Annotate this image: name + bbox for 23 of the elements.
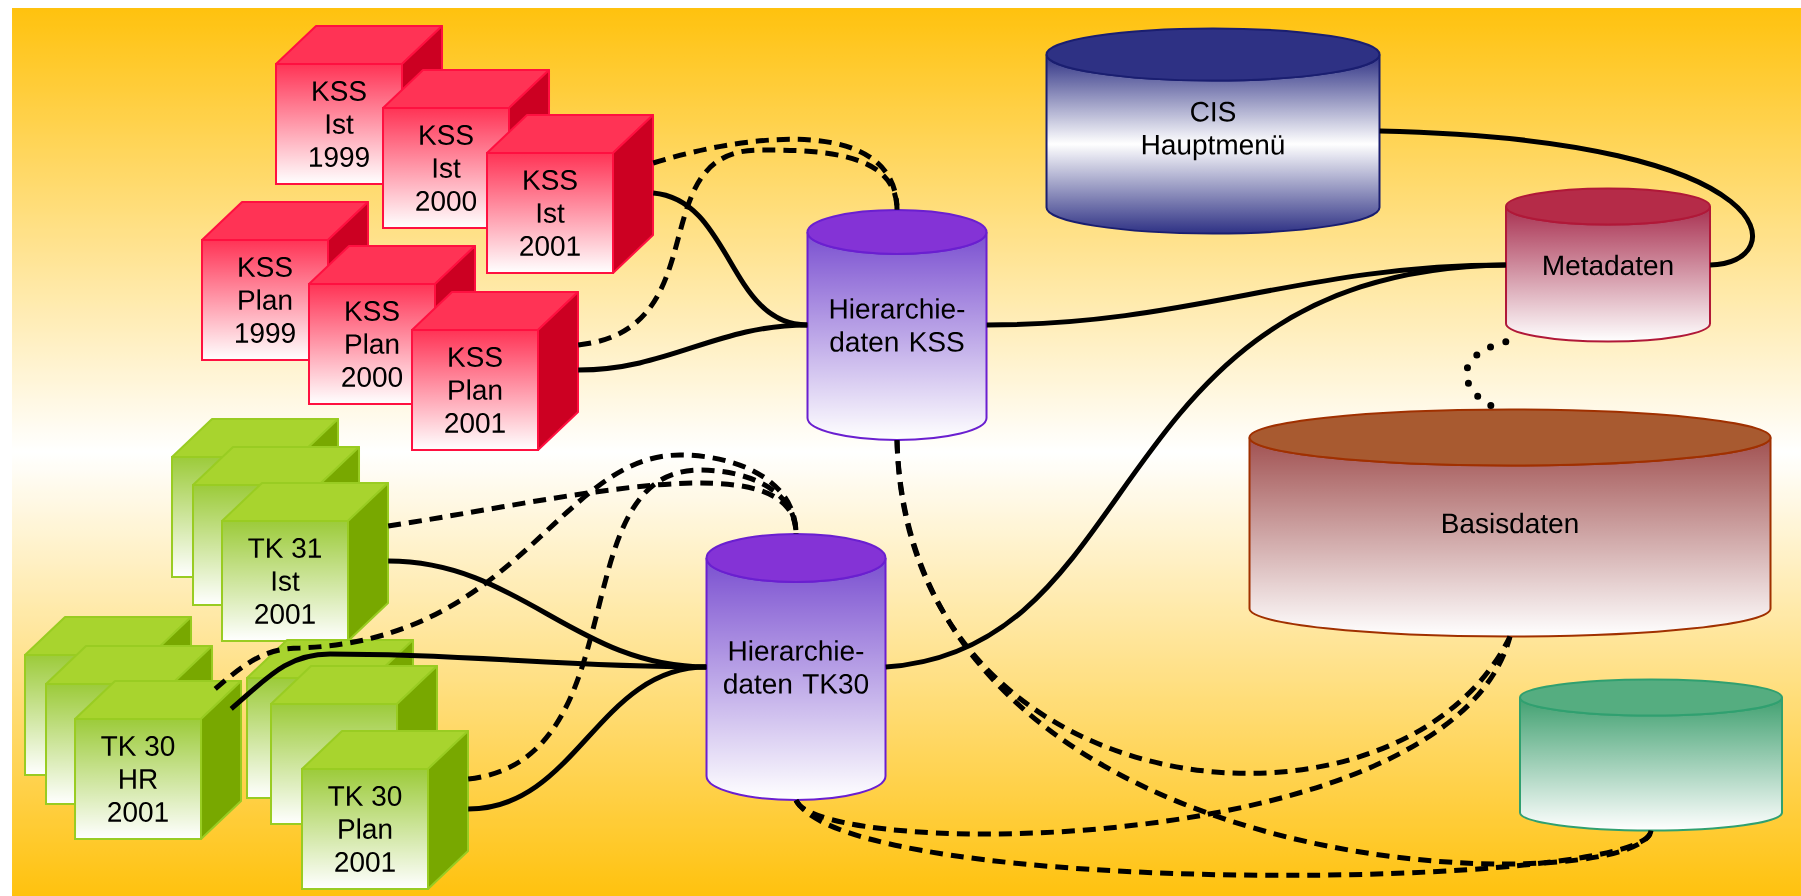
database-cylinder: Metadaten	[1505, 187, 1711, 343]
connector-line	[1379, 128, 1755, 268]
database-cylinder: Hierarchie- daten KSS	[806, 209, 988, 441]
database-cylinder: Hierarchie- daten TK30	[705, 533, 887, 801]
connector-line	[894, 439, 1653, 866]
cube: TK 31 Ist 2001	[221, 482, 389, 642]
connector-line	[794, 798, 1653, 878]
cube: TK 30 HR 2001	[74, 680, 242, 840]
cube: KSS Plan 2001	[411, 291, 579, 451]
connector-line	[652, 136, 900, 211]
connector-line	[467, 664, 707, 812]
connector-line	[213, 452, 799, 691]
database-cylinder: CIS Hauptmenü	[1045, 27, 1381, 235]
connector-line	[794, 635, 1513, 837]
connector-line	[578, 322, 808, 373]
database-cylinder: Basisdaten	[1248, 408, 1772, 638]
database-cylinder	[1519, 678, 1783, 832]
connector-line	[577, 147, 900, 348]
cube: KSS Ist 2001	[486, 114, 654, 274]
connector-line	[467, 467, 799, 782]
cube: TK 30 Plan 2001	[301, 730, 469, 890]
connector-line	[229, 651, 707, 711]
connector-line	[885, 262, 1507, 670]
